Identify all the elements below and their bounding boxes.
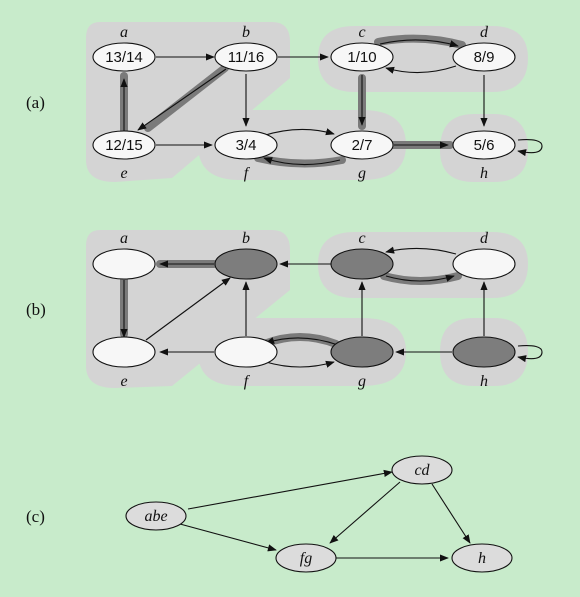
vertex-label: h	[480, 373, 488, 390]
vertex-label: a	[120, 230, 128, 247]
nodes-c: abe cd fg h	[125, 455, 513, 573]
node-ellipse	[92, 42, 156, 72]
edge-d-to-c	[385, 65, 457, 74]
edges-a	[120, 39, 543, 166]
node-h-panel-2: h	[452, 336, 516, 390]
node-d-panel-2: d	[452, 230, 516, 280]
node-text: 3/4	[236, 137, 257, 154]
node-g-panel-1: 2/7 g	[330, 130, 394, 182]
vertex-label: g	[358, 165, 366, 182]
node-ellipse	[92, 248, 156, 280]
node-ellipse	[451, 543, 513, 573]
node-ellipse	[92, 336, 156, 368]
node-e-panel-2: e	[92, 336, 156, 390]
node-ellipse	[214, 42, 278, 72]
edges-c	[179, 469, 471, 562]
node-text: 11/16	[228, 49, 264, 66]
node-b-panel-2: b	[214, 230, 278, 280]
panel-a-label: (a)	[26, 93, 45, 112]
vertex-label: b	[242, 230, 250, 247]
edge-h-self	[517, 139, 543, 157]
node-ellipse	[391, 455, 453, 485]
edge-f-to-g	[261, 128, 335, 137]
panel-c-label: (c)	[26, 507, 45, 526]
node-ellipse	[452, 248, 516, 280]
edge-d-to-c-b	[385, 246, 457, 255]
node-d-panel-1: 8/9 d	[452, 24, 516, 72]
node-text: 1/10	[347, 49, 376, 66]
vertex-label: d	[480, 24, 489, 41]
edge-abe-to-cd	[187, 469, 393, 510]
node-cd-panel-3: cd	[391, 455, 453, 485]
region-b-fg	[198, 318, 406, 386]
vertex-label: a	[120, 24, 128, 41]
region-b-cd	[318, 232, 528, 298]
vertex-label: c	[358, 24, 365, 41]
node-text: fg	[300, 550, 312, 567]
node-ellipse	[214, 336, 278, 368]
node-e-panel-1: 12/15 e	[92, 130, 156, 182]
node-text: cd	[414, 462, 430, 479]
node-ellipse	[275, 543, 337, 573]
node-ellipse	[452, 42, 516, 72]
node-f-panel-2: f	[214, 336, 278, 390]
vertex-label: f	[244, 373, 251, 390]
vertex-label: b	[242, 24, 250, 41]
node-a-panel-2: a	[92, 230, 156, 280]
node-f-panel-1: 3/4 f	[214, 130, 278, 182]
node-ellipse	[214, 130, 278, 160]
node-c-panel-1: 1/10 c	[330, 24, 394, 72]
vertex-label: d	[480, 230, 489, 247]
vertex-label: c	[358, 230, 365, 247]
vertex-label: e	[120, 373, 127, 390]
node-ellipse	[214, 248, 278, 280]
node-text: 5/6	[474, 137, 495, 154]
region-a-fg	[198, 110, 406, 180]
edge-abe-to-fg	[179, 523, 277, 552]
node-text: 13/14	[105, 49, 143, 66]
edge-cd-to-h	[431, 483, 471, 544]
node-text: abe	[144, 508, 167, 525]
node-ellipse	[92, 130, 156, 160]
node-ellipse	[452, 130, 516, 160]
node-fg-panel-3: fg	[275, 543, 337, 573]
edge-h-self-b	[517, 345, 543, 363]
nodes-b: a b c d e f g h	[92, 230, 516, 390]
node-text: 2/7	[352, 137, 373, 154]
vertex-label: g	[358, 373, 366, 390]
node-text: h	[478, 550, 486, 567]
node-g-panel-2: g	[330, 336, 394, 390]
node-text: 12/15	[105, 137, 143, 154]
node-ellipse	[330, 248, 394, 280]
edge-c-to-d	[379, 39, 459, 48]
edges-b	[120, 246, 543, 368]
node-text: 8/9	[474, 49, 495, 66]
node-ellipse	[330, 42, 394, 72]
edge-b-to-e	[137, 68, 227, 131]
node-c-panel-2: c	[330, 230, 394, 280]
vertex-label: h	[480, 165, 488, 182]
node-ellipse	[452, 336, 516, 368]
edge-g-to-f	[263, 157, 341, 166]
edge-g-to-f-b	[265, 337, 339, 346]
node-abe-panel-3: abe	[125, 501, 187, 531]
vertex-label: e	[120, 165, 127, 182]
node-a-panel-1: 13/14 a	[92, 24, 156, 72]
node-b-panel-1: 11/16 b	[214, 24, 278, 72]
edge-cd-to-fg	[329, 481, 401, 544]
edge-f-to-g-b	[265, 360, 335, 368]
edge-e-to-b	[145, 277, 231, 341]
panel-b-label: (b)	[26, 300, 46, 319]
node-h-panel-3: h	[451, 543, 513, 573]
vertex-label: f	[244, 165, 251, 182]
node-ellipse	[330, 130, 394, 160]
region-a-cd	[318, 26, 528, 92]
edge-c-to-d-b	[385, 274, 455, 282]
nodes-a: 13/14 a 11/16 b 1/10 c 8/9 d 12/15 e 3/4 f 2/7 g 5/6 h	[92, 24, 516, 182]
node-ellipse	[125, 501, 187, 531]
node-h-panel-1: 5/6 h	[452, 130, 516, 182]
node-ellipse	[330, 336, 394, 368]
